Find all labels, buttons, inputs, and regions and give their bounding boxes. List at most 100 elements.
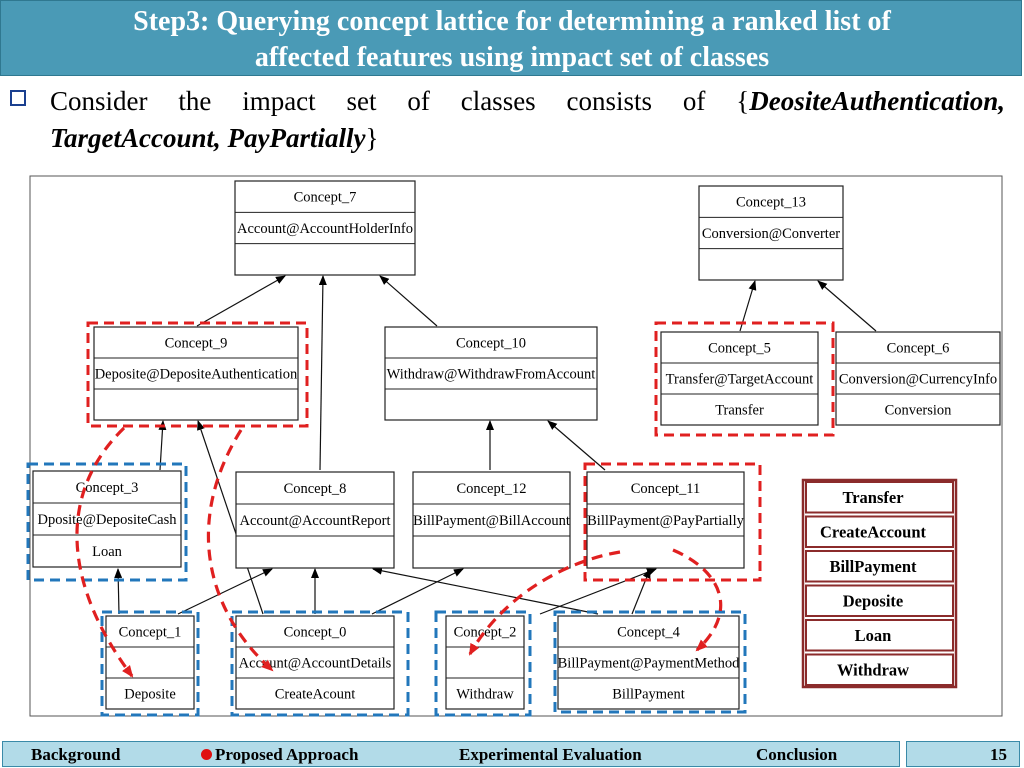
- concept-attr: Transfer@TargetAccount: [666, 372, 814, 388]
- concept-name: Concept_0: [284, 625, 347, 641]
- concept-name: Concept_6: [887, 341, 950, 357]
- lattice-edge: [114, 568, 123, 615]
- ranked-item-label: Withdraw: [837, 661, 909, 680]
- blue-highlight-concept-1: [100, 610, 200, 717]
- bullet-italic-2: TargetAccount, PayPartially: [50, 123, 366, 153]
- lattice-edge: [372, 566, 599, 615]
- concept-obj: Loan: [92, 544, 123, 560]
- ranked-item-label: BillPayment: [829, 557, 917, 576]
- footer-sections: Background Proposed Approach Experimenta…: [2, 741, 900, 767]
- red-highlight-concept-9: [86, 321, 309, 428]
- concept-name: Concept_7: [294, 190, 357, 206]
- concept-attr: Account@AccountHolderInfo: [237, 221, 413, 237]
- bullet-text-line-2: TargetAccount, PayPartially}: [50, 120, 378, 157]
- lattice-edge: [379, 275, 438, 327]
- concept-node-c0: Concept_0Account@AccountDetailsCreateAco…: [235, 615, 395, 710]
- lattice-edge: [197, 420, 264, 615]
- red-highlight-concept-5: [654, 321, 835, 437]
- footer-item-experimental-evaluation[interactable]: Experimental Evaluation: [459, 745, 642, 764]
- concept-attr: Withdraw@WithdrawFromAccount: [387, 367, 596, 383]
- bullet-italic-1: DeositeAuthentication,: [749, 86, 1005, 116]
- footer-nav: Background Proposed Approach Experimenta…: [0, 741, 1024, 768]
- concept-attr: Account@AccountReport: [239, 513, 390, 529]
- concept-name: Concept_8: [284, 481, 347, 497]
- lattice-edges: [114, 275, 877, 615]
- ranked-feature-list: TransferCreateAccountBillPaymentDeposite…: [801, 478, 958, 689]
- lattice-edge: [631, 568, 651, 615]
- red-arrow-c9-to-c0: [206, 429, 274, 672]
- concept-name: Concept_12: [456, 481, 526, 497]
- footer-item-background[interactable]: Background: [31, 745, 121, 764]
- title-line-1: Step3: Querying concept lattice for dete…: [133, 6, 891, 37]
- concept-obj: BillPayment: [612, 687, 685, 703]
- concept-lattice-diagram: Concept_7Account@AccountHolderInfoConcep…: [26, 175, 1003, 717]
- red-highlight-concept-11: [583, 462, 762, 582]
- bullet-prefix: Consider the impact set of classes consi…: [50, 86, 750, 116]
- concept-obj: Transfer: [715, 403, 764, 419]
- traversal-arrows: [75, 426, 723, 678]
- title-bar: [0, 0, 1022, 76]
- red-arrow-c11-to-c2: [468, 550, 621, 656]
- blue-highlight-concept-4: [553, 610, 747, 714]
- footer-item-conclusion[interactable]: Conclusion: [756, 745, 838, 764]
- highlight-boxes: [26, 321, 835, 717]
- ranked-item: BillPayment: [805, 550, 954, 583]
- checkbox-bullet-icon: [10, 90, 26, 106]
- concept-attr: BillPayment@BillAccount: [413, 513, 570, 529]
- concept-name: Concept_11: [631, 481, 701, 497]
- bullet-suffix: }: [365, 123, 379, 153]
- concept-attr: Conversion@CurrencyInfo: [839, 372, 997, 388]
- page-number-box: 15: [906, 741, 1020, 767]
- ranked-item-label: Loan: [855, 626, 892, 645]
- footer-item-proposed-approach[interactable]: Proposed Approach: [201, 744, 358, 766]
- concept-name: Concept_10: [456, 336, 526, 352]
- blue-highlight-concept-0: [230, 610, 410, 717]
- concept-name: Concept_1: [119, 625, 182, 641]
- concept-obj: CreateAcount: [275, 687, 356, 703]
- concept-attr: Dposite@DepositeCash: [37, 512, 177, 528]
- lattice-edge: [817, 280, 877, 332]
- concept-name: Concept_4: [617, 625, 681, 641]
- ranked-item-label: Transfer: [842, 488, 903, 507]
- concept-attr: Deposite@DepositeAuthentication: [95, 367, 298, 383]
- bullet-text-line-1: Consider the impact set of classes consi…: [50, 83, 1005, 120]
- concept-node-c6: Concept_6Conversion@CurrencyInfoConversi…: [835, 331, 1001, 426]
- lattice-edge: [547, 420, 606, 471]
- concept-name: Concept_13: [736, 195, 806, 211]
- lattice-edge: [177, 568, 273, 615]
- concept-attr: BillPayment@PayPartially: [587, 513, 744, 529]
- ranked-item-label: CreateAccount: [820, 523, 926, 542]
- slide-title: Step3: Querying concept lattice for dete…: [0, 4, 1024, 76]
- ranked-list-frame: [801, 478, 958, 689]
- page-number: 15: [990, 745, 1007, 764]
- concept-obj: Withdraw: [456, 687, 514, 703]
- ranked-item: Transfer: [805, 481, 954, 514]
- ranked-item: Loan: [805, 619, 954, 652]
- lattice-edge: [318, 275, 327, 471]
- concept-name: Concept_3: [76, 480, 139, 496]
- lattice-edge: [371, 568, 464, 615]
- concept-attr: BillPayment@PaymentMethod: [558, 656, 740, 672]
- lattice-edge: [196, 275, 286, 327]
- active-dot-icon: [201, 749, 212, 760]
- red-arrow-c11-to-c4: [672, 548, 723, 652]
- lattice-edge: [158, 420, 167, 471]
- concept-obj: Deposite: [124, 687, 176, 703]
- footer-item-proposed-approach-label: Proposed Approach: [215, 745, 359, 764]
- ranked-item-label: Deposite: [843, 592, 904, 611]
- blue-highlight-concept-3: [26, 462, 188, 582]
- title-line-2: affected features using impact set of cl…: [254, 42, 770, 73]
- ranked-item: CreateAccount: [805, 515, 954, 548]
- blue-highlight-concept-2: [434, 610, 532, 717]
- concept-node-c4: Concept_4BillPayment@PaymentMethodBillPa…: [557, 615, 740, 710]
- concept-name: Concept_5: [708, 341, 771, 357]
- concept-name: Concept_9: [165, 336, 228, 352]
